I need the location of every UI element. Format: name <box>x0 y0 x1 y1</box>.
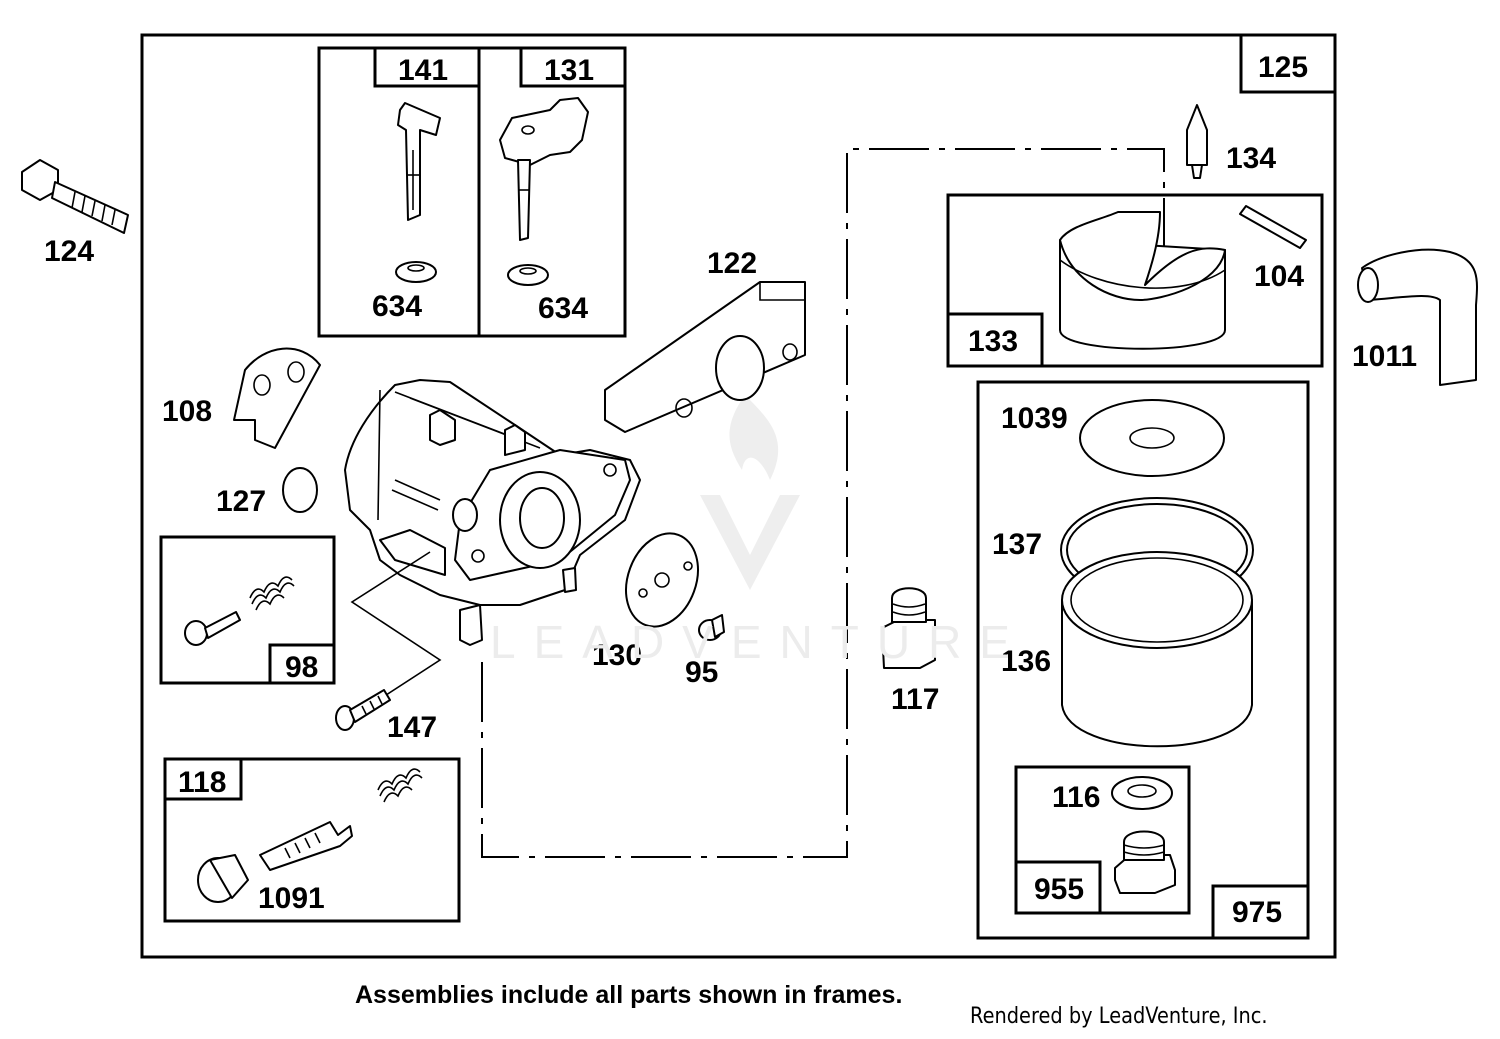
carburetor-body <box>344 379 641 646</box>
main-jet-part-1091 <box>197 821 353 903</box>
label-130: 130 <box>592 639 642 672</box>
float-part-133 <box>1059 211 1226 350</box>
screw-part-95 <box>698 614 725 641</box>
drain-screw-part-117 <box>881 587 936 669</box>
frame-118 <box>163 757 461 923</box>
label-108: 108 <box>162 395 212 428</box>
seal-washer-part-634b <box>507 264 549 286</box>
frame-tag-975 <box>1211 884 1310 940</box>
frame-tag-118 <box>163 757 243 801</box>
label-125: 125 <box>1258 51 1308 84</box>
main-frame <box>140 33 1337 959</box>
label-955: 955 <box>1034 873 1084 906</box>
label-136: 136 <box>1001 645 1051 678</box>
washer-part-116 <box>1111 776 1173 810</box>
label-127: 127 <box>216 485 266 518</box>
label-131: 131 <box>544 54 594 87</box>
spacer-part-122 <box>604 281 806 433</box>
label-124: 124 <box>44 235 94 268</box>
label-117: 117 <box>891 683 939 716</box>
label-98: 98 <box>285 651 318 684</box>
frame-tag-955 <box>1014 860 1102 915</box>
leader-line-bowl <box>481 148 1165 858</box>
hose-part-1011 <box>1357 248 1478 386</box>
frame-tag-131 <box>519 46 627 88</box>
label-147: 147 <box>387 711 437 744</box>
gasket-part-130 <box>625 532 699 628</box>
pin-part-104 <box>1239 205 1307 249</box>
frame-955 <box>1014 765 1191 915</box>
label-634a: 634 <box>372 290 422 323</box>
choke-shaft-part <box>499 97 589 241</box>
credit: Rendered by LeadVenture, Inc. <box>970 1004 1268 1029</box>
label-122: 122 <box>707 247 757 280</box>
label-141: 141 <box>398 54 448 87</box>
mixture-screw-part-147 <box>335 689 391 731</box>
gasket-plate-part-108 <box>233 347 321 449</box>
bowl-nut-part <box>1114 830 1176 894</box>
idle-screw-part <box>184 611 241 646</box>
label-1091: 1091 <box>258 882 325 915</box>
label-634b: 634 <box>538 292 588 325</box>
frame-133 <box>946 193 1324 368</box>
float-bowl-part-136 <box>1061 551 1253 748</box>
leadventure-watermark-logo <box>700 395 800 590</box>
throttle-shaft-part <box>397 102 441 221</box>
spring-part-98 <box>249 576 295 611</box>
bolt-part-124 <box>21 159 129 234</box>
caption: Assemblies include all parts shown in fr… <box>355 981 903 1009</box>
label-134: 134 <box>1226 142 1276 175</box>
spring-part-118 <box>377 768 423 803</box>
label-104: 104 <box>1254 260 1304 293</box>
seal-washer-part-634a <box>395 261 437 283</box>
label-137: 137 <box>992 528 1042 561</box>
frame-tag-125 <box>1239 33 1337 94</box>
label-95: 95 <box>685 656 718 689</box>
frame-tag-133 <box>946 312 1044 368</box>
label-975: 975 <box>1232 896 1282 929</box>
gasket-part-1039 <box>1079 399 1225 477</box>
leader-line-147 <box>350 551 442 713</box>
label-133: 133 <box>968 325 1018 358</box>
welch-plug-part-127 <box>282 467 318 513</box>
label-118: 118 <box>178 766 226 799</box>
frame-tag-98 <box>268 643 336 685</box>
label-1011: 1011 <box>1352 340 1417 373</box>
label-1039: 1039 <box>1001 402 1068 435</box>
frame-98 <box>159 535 336 685</box>
inlet-needle-part-134 <box>1186 104 1208 179</box>
watermark-text: LEADVENTURE <box>490 616 1028 668</box>
frame-975 <box>976 380 1310 940</box>
label-116: 116 <box>1052 781 1100 814</box>
